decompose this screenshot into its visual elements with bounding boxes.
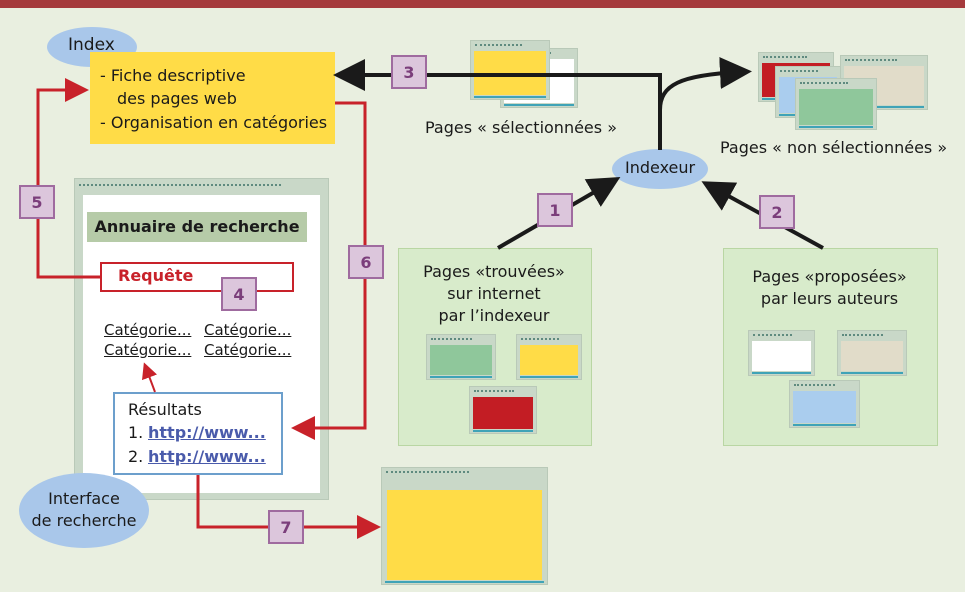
result-page [381, 467, 548, 585]
interface-line-1: Interface [48, 489, 120, 508]
top-bar [0, 0, 965, 8]
found-page-green [426, 334, 496, 380]
query-box[interactable] [100, 262, 294, 292]
step-5: 5 [19, 185, 55, 219]
interface-ellipse [19, 473, 149, 548]
found-line-3: par l’indexeur [438, 306, 550, 325]
result-number-2: 2. [128, 447, 144, 466]
step-3: 3 [391, 55, 427, 89]
query-label: Requête [118, 266, 194, 285]
index-item-1: - Fiche descriptive [100, 66, 246, 85]
indexeur-label: Indexeur [625, 158, 696, 177]
index-box [90, 52, 335, 144]
index-label: Index [68, 35, 115, 55]
step-2: 2 [759, 195, 795, 229]
result-link-2[interactable]: http://www... [148, 447, 266, 466]
interface-line-2: de recherche [31, 511, 137, 530]
index-item-2: des pages web [117, 89, 237, 108]
pages-selected-label: Pages « sélectionnées » [425, 118, 617, 137]
step-7: 7 [268, 510, 304, 544]
proposed-page-white [748, 330, 815, 376]
proposed-line-2: par leurs auteurs [760, 289, 899, 308]
results-title: Résultats [128, 400, 202, 419]
result-number-1: 1. [128, 423, 144, 442]
step-6: 6 [348, 245, 384, 279]
directory-title-bar [87, 212, 307, 242]
pages-not-selected-label: Pages « non sélectionnées » [720, 138, 948, 157]
non-selected-page-green [795, 78, 877, 130]
found-line-1: Pages «trouvées» [423, 262, 565, 281]
category-link-4[interactable]: Catégorie... [204, 341, 292, 359]
category-link-1[interactable]: Catégorie... [104, 321, 192, 339]
found-line-2: sur internet [447, 284, 541, 303]
category-link-3[interactable]: Catégorie... [104, 341, 192, 359]
step-4: 4 [221, 277, 257, 311]
step-1: 1 [537, 193, 573, 227]
category-link-2[interactable]: Catégorie... [204, 321, 292, 339]
selected-page-front [470, 40, 550, 100]
result-link-1[interactable]: http://www... [148, 423, 266, 442]
index-item-3: - Organisation en catégories [100, 113, 328, 132]
indexeur-ellipse [612, 149, 708, 189]
results-box [113, 392, 283, 475]
found-page-yellow [516, 334, 582, 380]
proposed-line-1: Pages «proposées» [752, 267, 907, 286]
found-page-red [469, 386, 537, 434]
proposed-page-blue [789, 380, 860, 428]
proposed-page-beige [837, 330, 907, 376]
directory-title: Annuaire de recherche [94, 217, 300, 236]
